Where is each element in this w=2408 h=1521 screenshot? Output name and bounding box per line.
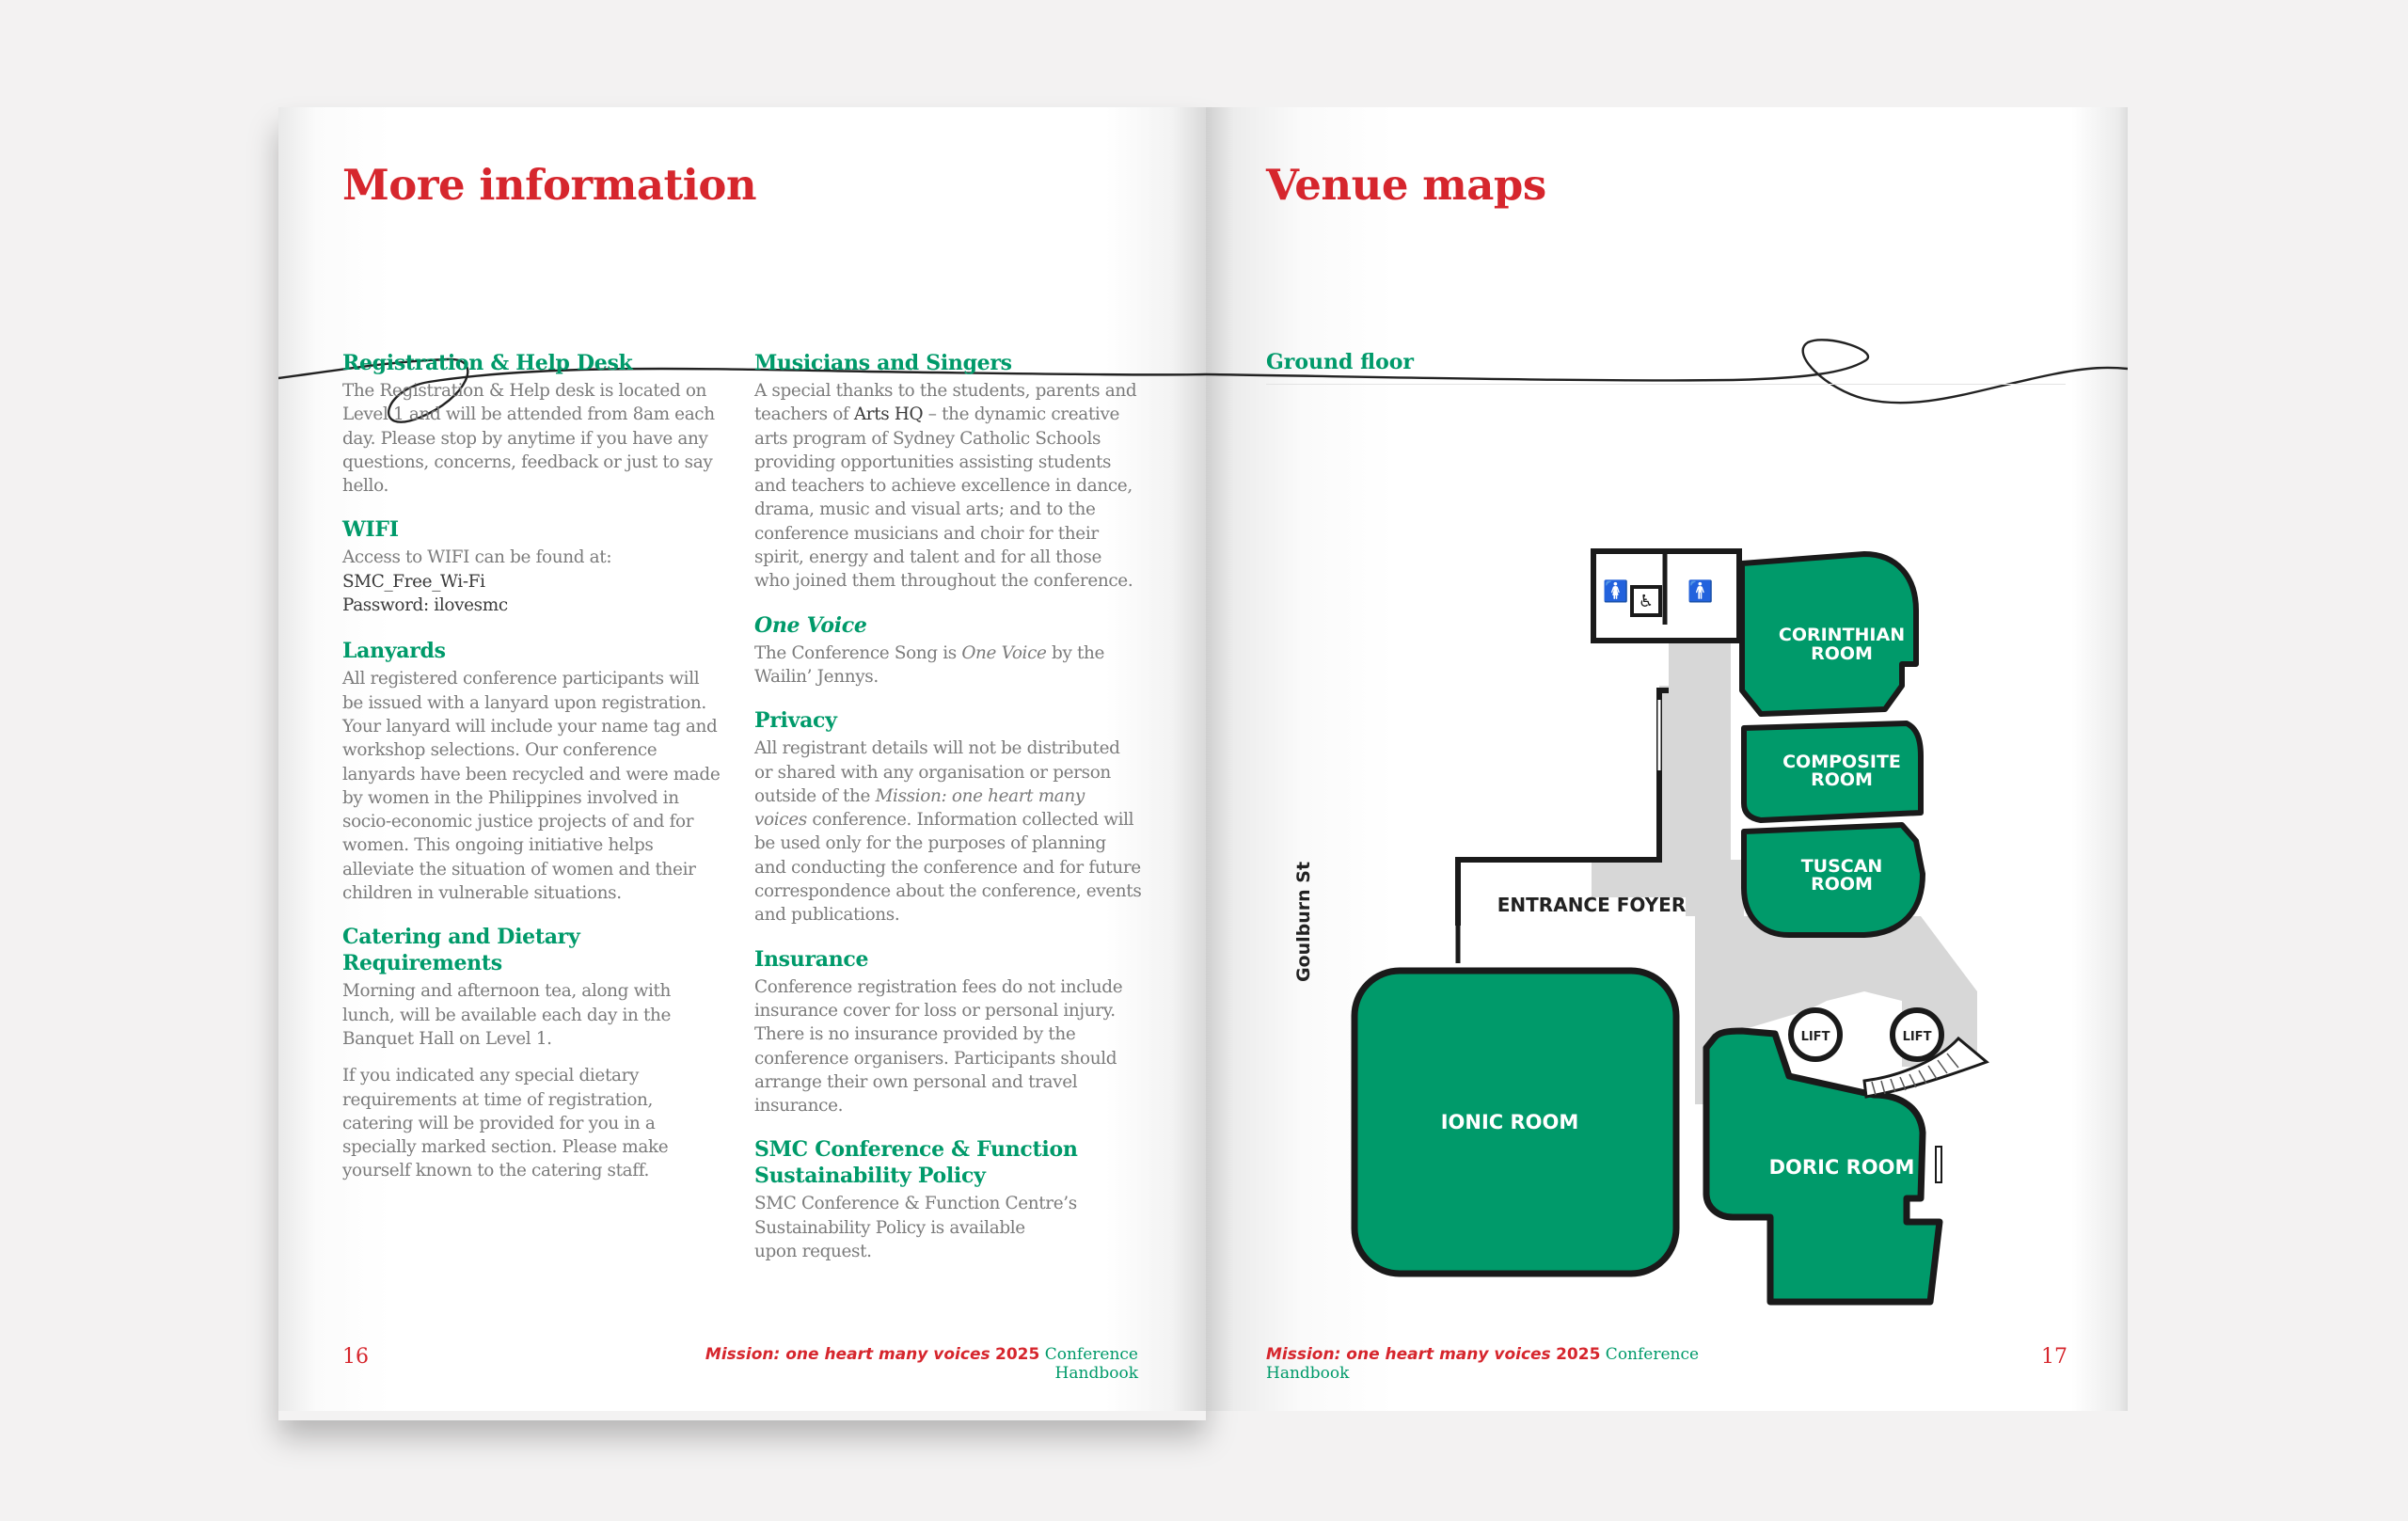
footer-right: Mission: one heart many voices 2025 Conf… bbox=[1266, 1345, 1700, 1383]
heading-musicians: Musicians and Singers bbox=[754, 351, 1012, 375]
section-registration: Registration & Help Desk The Registratio… bbox=[342, 350, 723, 498]
doric-label: DORIC ROOM bbox=[1769, 1156, 1915, 1179]
wifi-line: Access to WIFI can be found at: bbox=[342, 547, 612, 568]
composite-room bbox=[1741, 721, 1924, 823]
heading-insurance: Insurance bbox=[754, 946, 869, 972]
heading-catering: Catering and Dietary Requirements bbox=[342, 925, 580, 976]
wifi-network: SMC_Free_Wi-Fi bbox=[342, 571, 485, 592]
heading-wifi: WIFI bbox=[342, 517, 399, 543]
page-number-right: 17 bbox=[2041, 1345, 2067, 1369]
section-lanyards: Lanyards All registered conference parti… bbox=[342, 638, 723, 905]
lift-left bbox=[1788, 1007, 1843, 1062]
section-musicians: Musicians and Singers A special thanks t… bbox=[754, 350, 1142, 594]
page-title-right: Venue maps bbox=[1266, 160, 1546, 210]
text-catering-1: Morning and afternoon tea, along with lu… bbox=[342, 981, 672, 1049]
section-privacy: Privacy All registrant details will not … bbox=[754, 707, 1142, 927]
accessible-toilet-icon: ♿ bbox=[1639, 592, 1654, 611]
decorative-swirl bbox=[278, 357, 1206, 423]
lift-right-label: LIFT bbox=[1903, 1030, 1932, 1044]
tuscan-label-2: ROOM bbox=[1811, 874, 1873, 895]
composite-label-2: ROOM bbox=[1811, 769, 1873, 790]
ionic-room bbox=[1351, 967, 1680, 1277]
right-page: Venue maps Ground floor 🚺 ♿ 🚹 CORINTHIAN… bbox=[1206, 107, 2128, 1411]
text-registration: The Registration & Help desk is located … bbox=[342, 381, 715, 497]
wifi-password: Password: ilovesmc bbox=[342, 595, 508, 616]
stairs-icon bbox=[1862, 1036, 1989, 1099]
text-catering-2: If you indicated any special dietary req… bbox=[342, 1066, 669, 1181]
text-sustainability: SMC Conference & Function Centre’s Susta… bbox=[754, 1194, 1077, 1262]
footer-left: Mission: one heart many voices 2025 Conf… bbox=[705, 1345, 1138, 1383]
section-one-voice: One Voice The Conference Song is One Voi… bbox=[754, 612, 1142, 689]
heading-lanyards: Lanyards bbox=[342, 639, 446, 664]
left-page: More information Registration & Help Des… bbox=[278, 107, 1206, 1411]
decorative-swirl-right bbox=[1206, 339, 2128, 404]
corinthian-label: CORINTHIAN bbox=[1779, 625, 1905, 645]
heading-one-voice: One Voice bbox=[754, 612, 867, 638]
section-catering: Catering and Dietary Requirements Mornin… bbox=[342, 924, 723, 1182]
text-one-voice: The Conference Song is One Voice by the … bbox=[754, 642, 1105, 687]
female-toilet-icon: 🚺 bbox=[1603, 579, 1628, 604]
corinthian-label-2: ROOM bbox=[1811, 643, 1873, 664]
text-musicians: A special thanks to the students, parent… bbox=[754, 381, 1137, 592]
street-label: Goulburn St bbox=[1293, 862, 1314, 982]
corridor-area bbox=[1592, 566, 1977, 1104]
male-toilet-icon: 🚹 bbox=[1687, 579, 1713, 604]
corinthian-room bbox=[1739, 551, 1919, 717]
foyer-label: ENTRANCE FOYER bbox=[1497, 894, 1686, 916]
page-title: More information bbox=[342, 160, 757, 210]
page-number: 16 bbox=[342, 1345, 369, 1369]
heading-registration: Registration & Help Desk bbox=[342, 351, 633, 375]
lift-right bbox=[1890, 1007, 1944, 1062]
section-insurance: Insurance Conference registration fees d… bbox=[754, 946, 1142, 1118]
composite-label: COMPOSITE bbox=[1782, 752, 1901, 772]
text-privacy: All registrant details will not be distr… bbox=[754, 738, 1142, 926]
tuscan-label: TUSCAN bbox=[1801, 856, 1883, 877]
subheading-ground-floor: Ground floor bbox=[1266, 350, 2066, 385]
section-wifi: WIFI Access to WIFI can be found at: SMC… bbox=[342, 516, 723, 617]
text-insurance: Conference registration fees do not incl… bbox=[754, 976, 1123, 1117]
ionic-label: IONIC ROOM bbox=[1441, 1111, 1579, 1133]
lift-left-label: LIFT bbox=[1801, 1030, 1830, 1044]
heading-privacy: Privacy bbox=[754, 708, 837, 734]
text-wifi: Access to WIFI can be found at: SMC_Free… bbox=[342, 546, 723, 617]
column-left: Registration & Help Desk The Registratio… bbox=[342, 350, 723, 1206]
ground-floor-map: 🚺 ♿ 🚹 CORINTHIAN ROOM COMPOSITE ROOM TUS… bbox=[1293, 548, 1989, 1306]
tuscan-room bbox=[1741, 822, 1925, 938]
column-right: Musicians and Singers A special thanks t… bbox=[754, 350, 1142, 1286]
text-lanyards: All registered conference participants w… bbox=[342, 669, 721, 904]
doric-room bbox=[1703, 1027, 1943, 1306]
